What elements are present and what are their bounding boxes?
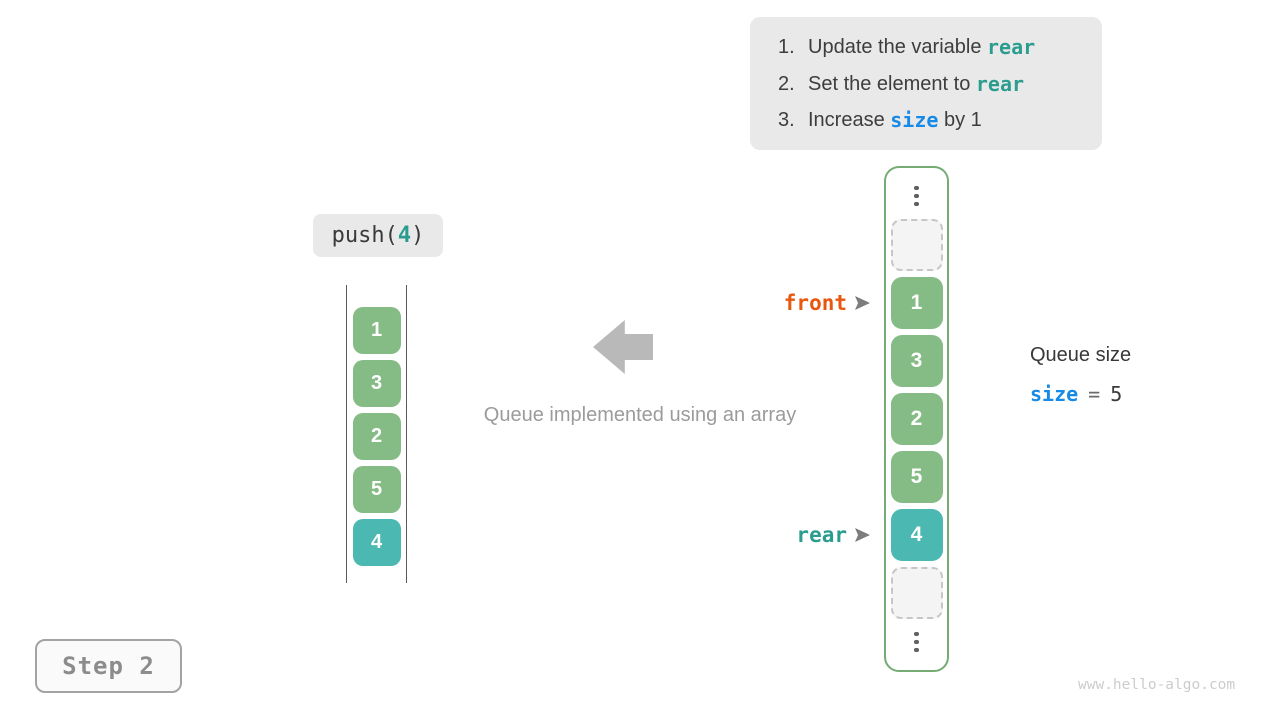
right-triangle-icon xyxy=(855,528,870,542)
left-block-arrow-icon xyxy=(593,320,653,374)
instruction-panel: 1. Update the variable rear 2. Set the e… xyxy=(750,17,1102,150)
empty-cell xyxy=(890,567,943,619)
queue-size-title: Queue size xyxy=(1030,344,1132,366)
queue-cell: 2 xyxy=(890,393,943,445)
equals-sign: = xyxy=(1088,382,1101,406)
instruction-item: 3. Increase size by 1 xyxy=(778,102,1102,139)
array-cell: 1 xyxy=(352,307,401,354)
empty-cell xyxy=(890,219,943,271)
ellipsis-top-icon xyxy=(914,179,919,213)
size-variable: size xyxy=(1030,382,1079,406)
item-number: 3. xyxy=(778,109,795,131)
push-arg: 4 xyxy=(397,223,412,248)
result-array: 1 3 2 5 4 xyxy=(346,285,407,583)
queue-cell: 3 xyxy=(890,335,943,387)
item-text: Update the variable xyxy=(808,36,988,58)
array-cell-new: 4 xyxy=(352,519,401,566)
step-badge: Step 2 xyxy=(35,639,182,693)
front-pointer: front xyxy=(784,290,870,316)
size-value: 5 xyxy=(1110,382,1123,406)
rear-pointer-label: rear xyxy=(796,523,847,547)
queue-cell-front: 1 xyxy=(890,277,943,329)
item-number: 2. xyxy=(778,72,795,95)
right-triangle-icon xyxy=(855,296,870,310)
queue-size-panel: Queue size size = 5 xyxy=(1030,344,1131,406)
code-token-rear: rear xyxy=(975,71,1025,96)
queue-cell-rear: 4 xyxy=(890,509,943,561)
front-pointer-label: front xyxy=(783,291,847,315)
item-text: Set the element to xyxy=(808,72,976,95)
push-close-paren: ) xyxy=(411,223,425,248)
push-fn-text: push( xyxy=(331,223,398,248)
queue-size-expression: size = 5 xyxy=(1030,382,1131,406)
instruction-item: 2. Set the element to rear xyxy=(778,66,1102,103)
array-cell: 2 xyxy=(352,413,401,460)
watermark: www.hello-algo.com xyxy=(1078,677,1236,693)
code-token-size: size xyxy=(890,108,939,132)
code-token-rear: rear xyxy=(987,35,1036,59)
item-number: 1. xyxy=(778,36,795,58)
ellipsis-bottom-icon xyxy=(914,625,919,659)
instruction-item: 1. Update the variable rear xyxy=(778,29,1102,66)
item-text-post: by 1 xyxy=(938,109,982,131)
array-cell: 3 xyxy=(352,360,401,407)
caption: Queue implemented using an array xyxy=(483,404,797,426)
queue-array-container: 1 3 2 5 4 xyxy=(884,166,949,672)
item-text: Increase xyxy=(808,109,891,131)
array-cell: 5 xyxy=(352,466,401,513)
rear-pointer: rear xyxy=(796,522,870,548)
push-operation-label: push(4) xyxy=(313,214,443,257)
queue-cell: 5 xyxy=(890,451,943,503)
